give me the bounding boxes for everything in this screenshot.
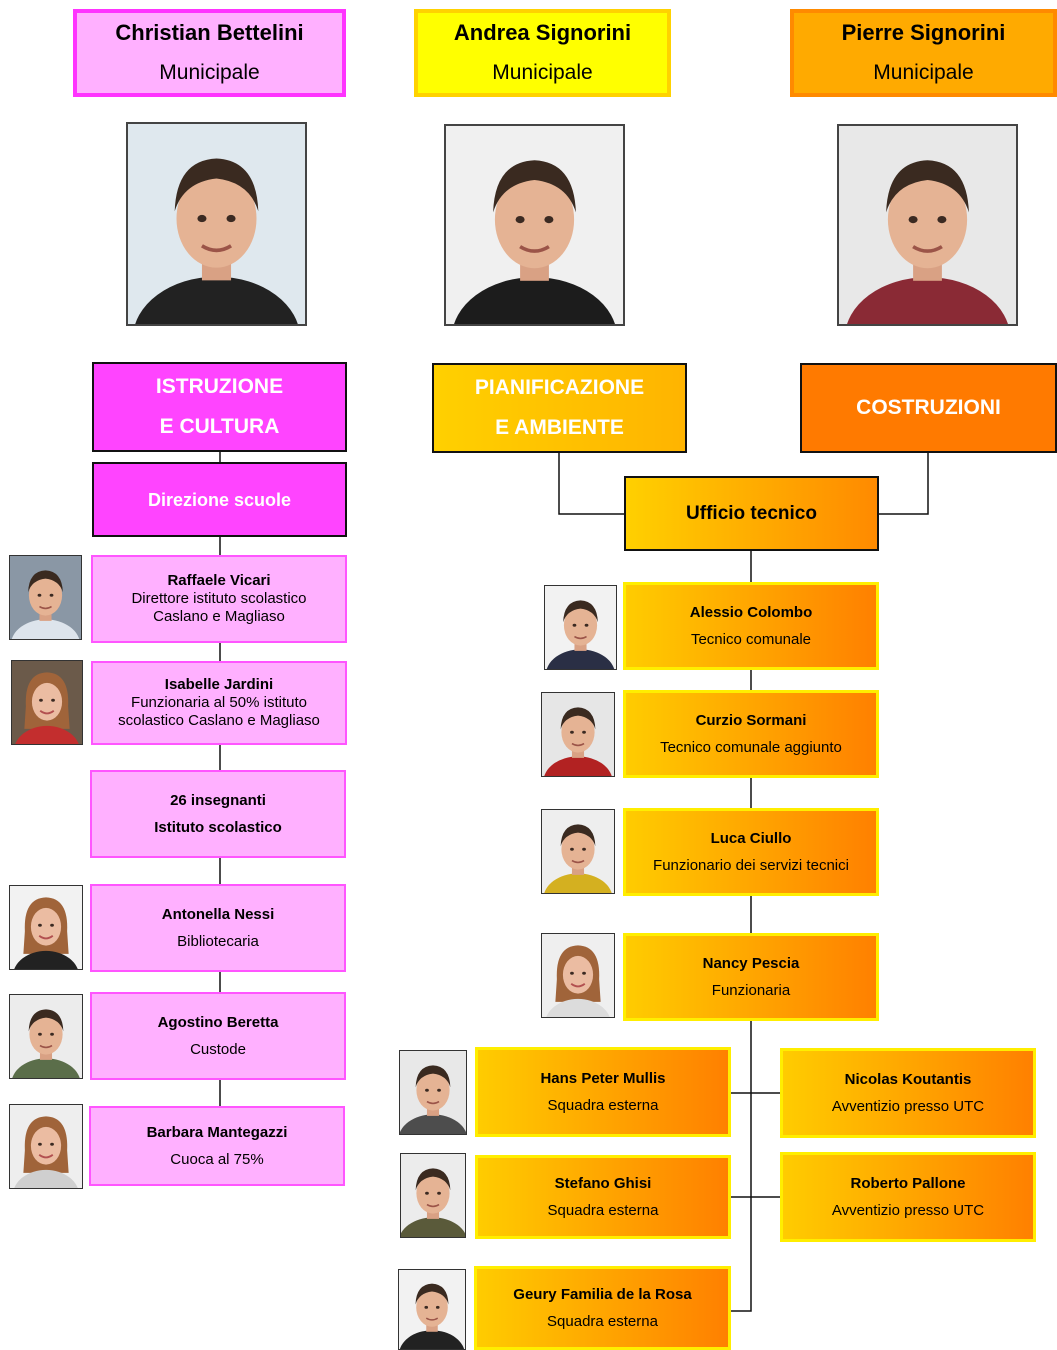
staff-photo: [9, 555, 82, 640]
department-istruzione: ISTRUZIONE E CULTURA: [92, 362, 347, 452]
department-costruzioni: COSTRUZIONI: [800, 363, 1057, 453]
councillor-role: Municipale: [492, 61, 593, 84]
staff-role: Caslano e Magliaso: [153, 608, 285, 625]
staff-role: scolastico Caslano e Magliaso: [118, 712, 320, 729]
staff-box: Geury Familia de la Rosa Squadra esterna: [474, 1266, 731, 1350]
councillor-box-andrea-signorini: Andrea Signorini Municipale: [414, 9, 671, 97]
staff-name: Alessio Colombo: [689, 603, 813, 621]
staff-photo: [541, 809, 615, 894]
unit-ufficio-tecnico: Ufficio tecnico: [624, 476, 879, 551]
staff-box: Agostino Beretta Custode: [90, 992, 346, 1080]
staff-box: Isabelle Jardini Funzionaria al 50% isti…: [91, 661, 347, 745]
staff-role: Squadra esterna: [547, 1201, 659, 1219]
staff-role: Funzionario dei servizi tecnici: [653, 856, 849, 874]
staff-box: Hans Peter Mullis Squadra esterna: [475, 1047, 731, 1137]
department-line: PIANIFICAZIONE: [474, 376, 645, 399]
councillor-box-pierre-signorini: Pierre Signorini Municipale: [790, 9, 1057, 97]
portrait-photo: [837, 124, 1018, 326]
staff-name: Agostino Beretta: [157, 1013, 279, 1031]
staff-role: Squadra esterna: [547, 1312, 658, 1330]
staff-name: Stefano Ghisi: [554, 1174, 652, 1192]
portrait-photo: [126, 122, 307, 326]
staff-box: Stefano Ghisi Squadra esterna: [475, 1155, 731, 1239]
staff-role: Squadra esterna: [547, 1096, 659, 1114]
department-line: ISTRUZIONE: [155, 375, 284, 398]
staff-photo: [9, 885, 83, 970]
staff-box: Barbara Mantegazzi Cuoca al 75%: [89, 1106, 345, 1186]
staff-name: Isabelle Jardini: [164, 676, 274, 693]
staff-name: Luca Ciullo: [710, 829, 792, 847]
department-line: E CULTURA: [159, 415, 280, 438]
staff-role: Funzionaria al 50% istituto: [131, 694, 307, 711]
portrait-photo: [444, 124, 625, 326]
department-pianificazione: PIANIFICAZIONE E AMBIENTE: [432, 363, 687, 453]
staff-photo: [541, 933, 615, 1018]
staff-role: Istituto scolastico: [154, 818, 282, 836]
staff-role: Funzionaria: [711, 981, 791, 999]
staff-photo: [399, 1050, 467, 1135]
councillor-name: Christian Bettelini: [115, 20, 304, 45]
staff-role: Direttore istituto scolastico: [131, 590, 307, 607]
staff-name: Nancy Pescia: [702, 954, 800, 972]
unit-label: Ufficio tecnico: [686, 502, 817, 524]
staff-photo: [541, 692, 615, 777]
staff-name: Hans Peter Mullis: [540, 1069, 666, 1087]
staff-photo: [544, 585, 617, 670]
staff-name: Antonella Nessi: [161, 905, 275, 923]
staff-photo: [9, 994, 83, 1079]
staff-name: 26 insegnanti: [170, 791, 266, 809]
councillor-role: Municipale: [873, 61, 974, 84]
staff-role: Bibliotecaria: [177, 932, 259, 950]
staff-role: Cuoca al 75%: [170, 1150, 264, 1168]
councillor-name: Pierre Signorini: [841, 20, 1006, 45]
staff-name: Raffaele Vicari: [167, 572, 271, 589]
staff-box: Nancy Pescia Funzionaria: [623, 933, 879, 1021]
department-line: COSTRUZIONI: [856, 396, 1001, 419]
staff-box: Alessio Colombo Tecnico comunale: [623, 582, 879, 670]
staff-photo: [11, 660, 83, 745]
councillor-box-bettelini: Christian Bettelini Municipale: [73, 9, 346, 97]
staff-box: 26 insegnanti Istituto scolastico: [90, 770, 346, 858]
staff-role: Tecnico comunale: [690, 630, 812, 648]
staff-name: Barbara Mantegazzi: [146, 1123, 288, 1141]
unit-direzione-scuole: Direzione scuole: [92, 462, 347, 537]
staff-role: Tecnico comunale aggiunto: [660, 738, 842, 756]
staff-role: Avventizio presso UTC: [831, 1201, 985, 1219]
staff-photo: [9, 1104, 83, 1189]
staff-box: Raffaele Vicari Direttore istituto scola…: [91, 555, 347, 643]
staff-name: Geury Familia de la Rosa: [513, 1285, 692, 1303]
staff-photo: [398, 1269, 466, 1350]
department-line: E AMBIENTE: [495, 416, 624, 439]
staff-role: Custode: [190, 1040, 246, 1058]
staff-name: Nicolas Koutantis: [844, 1070, 972, 1088]
councillor-name: Andrea Signorini: [453, 20, 632, 45]
staff-box: Antonella Nessi Bibliotecaria: [90, 884, 346, 972]
unit-label: Direzione scuole: [147, 489, 292, 510]
councillor-role: Municipale: [159, 61, 260, 84]
staff-name: Roberto Pallone: [850, 1174, 966, 1192]
staff-box: Luca Ciullo Funzionario dei servizi tecn…: [623, 808, 879, 896]
staff-box: Nicolas Koutantis Avventizio presso UTC: [780, 1048, 1036, 1138]
staff-role: Avventizio presso UTC: [831, 1097, 985, 1115]
staff-box: Roberto Pallone Avventizio presso UTC: [780, 1152, 1036, 1242]
staff-name: Curzio Sormani: [695, 711, 807, 729]
staff-box: Curzio Sormani Tecnico comunale aggiunto: [623, 690, 879, 778]
staff-photo: [400, 1153, 466, 1238]
